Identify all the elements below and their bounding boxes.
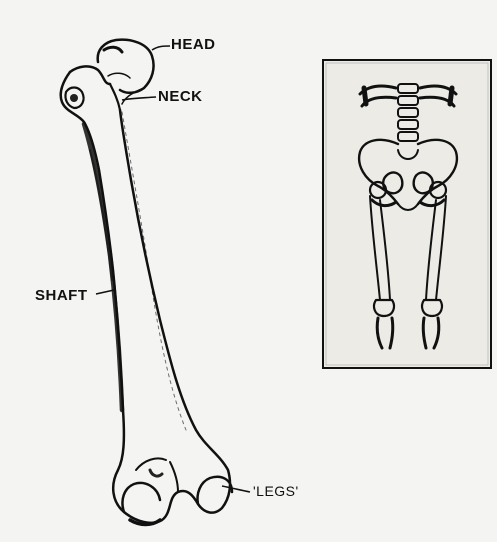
femur-bone <box>61 40 232 525</box>
shaft-label: SHAFT <box>35 288 88 303</box>
shaft-leader-line <box>96 290 114 294</box>
head-leader-line <box>152 46 170 50</box>
inset-skeleton <box>323 60 491 368</box>
legs-leader-line <box>222 486 250 492</box>
legs-label: 'LEGS' <box>253 484 299 498</box>
head-label: HEAD <box>171 37 216 52</box>
neck-label: NECK <box>158 89 203 104</box>
inset-frame <box>323 60 491 368</box>
